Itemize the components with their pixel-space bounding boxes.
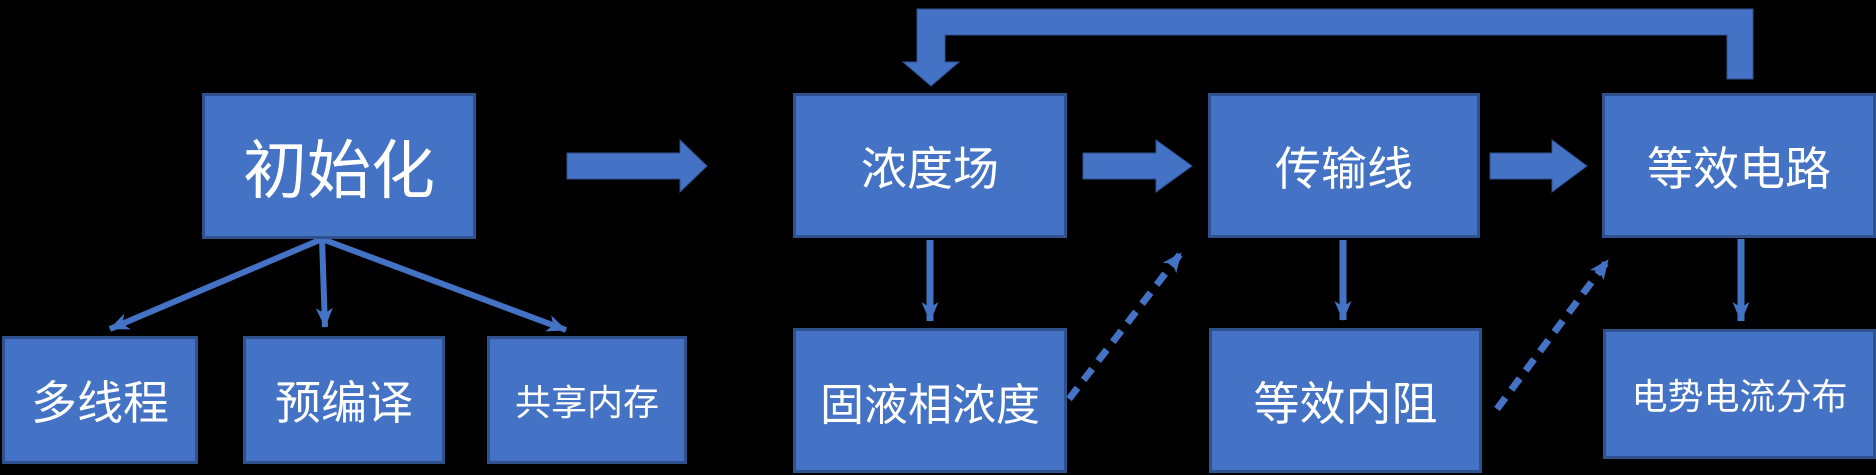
- connector-init-to-shared-memory: [320, 236, 568, 333]
- connector-init-to-multithreading: [108, 236, 324, 332]
- node-init: 初始化: [202, 93, 476, 239]
- node-equivalent-internal-resistance-label: 等效内阻: [1253, 377, 1438, 430]
- node-init-label: 初始化: [243, 135, 435, 207]
- node-multithreading: 多线程: [2, 336, 198, 464]
- dashed-arrow-resistance-to-circuit: [1494, 257, 1611, 412]
- block-arrow-init-to-concentration: [566, 138, 708, 194]
- node-shared-memory-label: 共享内存: [514, 382, 659, 423]
- node-solid-liquid-concentration-label: 固液相浓度: [820, 380, 1040, 430]
- node-transmission-line: 传输线: [1208, 93, 1480, 238]
- node-potential-current-distribution: 电势电流分布: [1603, 329, 1876, 459]
- node-equivalent-circuit-label: 等效电路: [1647, 142, 1831, 195]
- block-arrow-transmission-to-circuit: [1489, 139, 1588, 193]
- node-equivalent-internal-resistance: 等效内阻: [1209, 328, 1482, 473]
- node-transmission-line-label: 传输线: [1275, 142, 1413, 195]
- node-precompile: 预编译: [243, 336, 445, 464]
- node-concentration-field: 浓度场: [793, 93, 1067, 238]
- node-shared-memory: 共享内存: [487, 336, 687, 464]
- node-multithreading-label: 多线程: [31, 377, 169, 429]
- node-solid-liquid-concentration: 固液相浓度: [793, 328, 1067, 473]
- node-precompile-label: 预编译: [275, 377, 413, 429]
- dashed-arrow-solid-liquid-to-transmission: [1066, 250, 1184, 402]
- feedback-elbow-arrow-circuit-to-concentration: [901, 8, 1754, 87]
- node-concentration-field-label: 浓度场: [861, 142, 999, 195]
- block-arrow-concentration-to-transmission: [1082, 139, 1193, 193]
- node-equivalent-circuit: 等效电路: [1602, 93, 1876, 238]
- node-potential-current-distribution-label: 电势电流分布: [1631, 376, 1848, 417]
- connector-init-to-precompile: [315, 238, 333, 328]
